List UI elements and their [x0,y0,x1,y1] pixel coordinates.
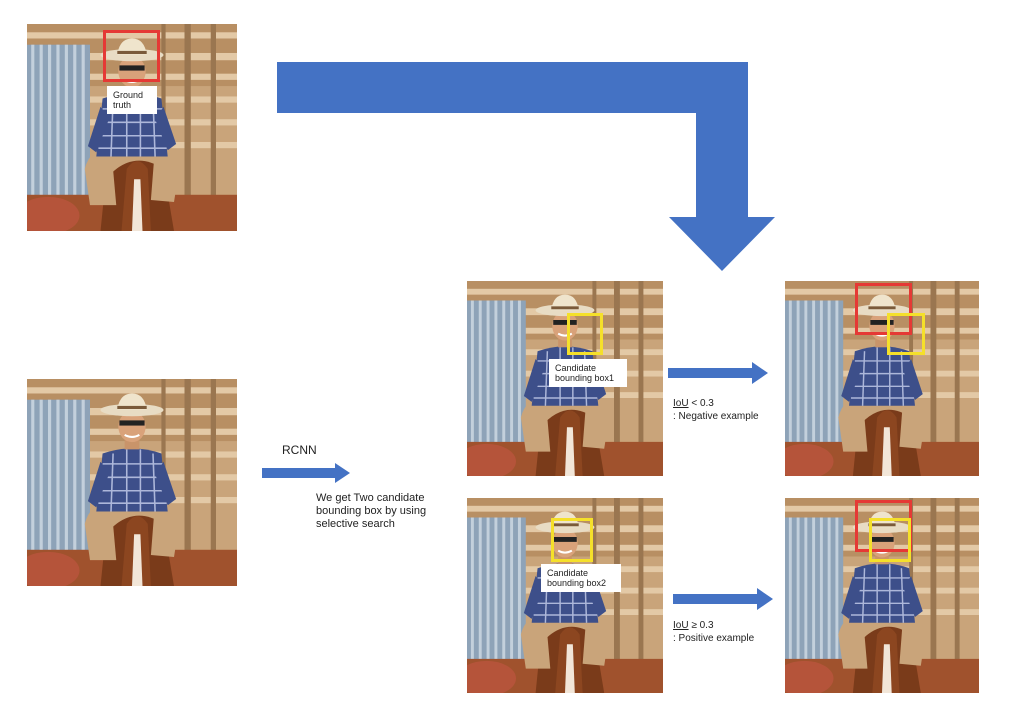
negative-result-image [785,281,979,476]
selective-search-line1: We get Two candidate [316,492,425,504]
candidate-2-label: Candidate bounding box2 [541,564,621,592]
candidate-2-image: Candidate bounding box2 [467,498,663,693]
negative-iou-threshold: < 0.3 [688,398,714,409]
rcnn-arrow [262,463,350,483]
ground-truth-label: Ground truth [107,86,157,114]
selective-search-line2: bounding box by using [316,505,427,517]
negative-example-label: : Negative example [673,411,759,422]
selective-search-description: We get Two candidate bounding box by usi… [316,492,426,531]
ground-truth-label-line2: truth [113,100,132,110]
candidate-1-box [567,313,603,355]
candidate-2-box [551,518,593,562]
positive-arrow [673,588,773,610]
candidate-1-image: Candidate bounding box1 [467,281,663,476]
rcnn-label: RCNN [282,443,317,457]
positive-result-image [785,498,979,693]
positive-iou-text: IoU ≥ 0.3 : Positive example [673,619,754,645]
ground-truth-label-line1: Ground [113,90,144,100]
positive-iou-threshold: ≥ 0.3 [688,620,714,631]
negative-result-ground-truth-box [855,283,912,335]
ground-truth-box [103,30,160,82]
ground-truth-image: Ground truth [27,24,237,231]
candidate-2-label-line2: bounding box2 [547,578,607,588]
ground-truth-flow-arrow [277,62,775,271]
positive-result-candidate-box [869,518,911,562]
negative-iou-label: IoU [673,398,689,409]
positive-iou-condition: IoU ≥ 0.3 [673,619,754,632]
candidate-1-label: Candidate bounding box1 [549,359,627,387]
negative-result-candidate-box [887,313,925,355]
candidate-1-label-line2: bounding box1 [555,373,615,383]
negative-arrow [668,362,768,384]
selective-search-line3: selective search [316,518,395,530]
candidate-1-label-line1: Candidate [555,363,597,373]
candidate-2-label-line1: Candidate [547,568,589,578]
negative-iou-text: IoU < 0.3 : Negative example [673,397,759,423]
positive-iou-label: IoU [673,620,689,631]
positive-example-label: : Positive example [673,633,755,644]
negative-iou-condition: IoU < 0.3 [673,397,759,410]
